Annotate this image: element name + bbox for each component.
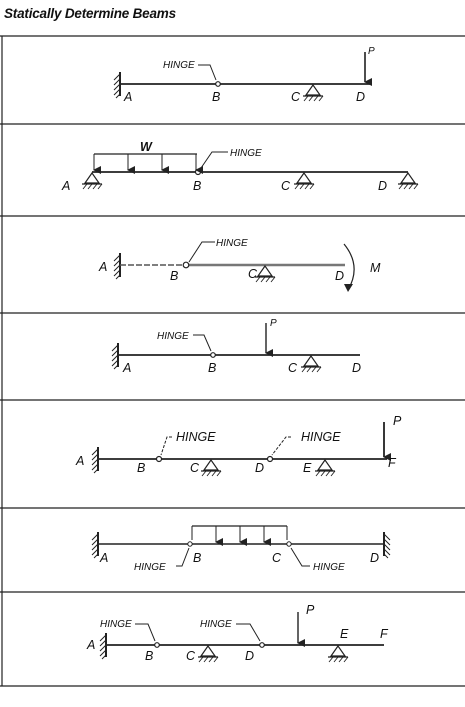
label-p: P: [306, 603, 315, 617]
label-d: D: [255, 461, 264, 475]
hinge-leader-b: [160, 436, 172, 456]
label-c: C: [190, 461, 200, 475]
label-c: C: [186, 649, 196, 663]
label-d: D: [335, 269, 344, 283]
hinge-leader: [193, 334, 212, 352]
label-a: A: [99, 551, 108, 565]
pin-support-c: [293, 172, 315, 190]
hinge-label: HINGE: [230, 148, 262, 159]
fixed-support: [111, 342, 119, 370]
hinge-leader-b: [176, 547, 190, 567]
label-b: B: [208, 361, 216, 375]
hinge-label-d: HINGE: [200, 619, 232, 630]
pin-support-d: [397, 172, 419, 190]
hinge-leader-d: [236, 623, 261, 642]
pin-support: [300, 355, 322, 373]
pin-support-a: [81, 172, 103, 190]
hinge-node-b: [154, 642, 160, 648]
label-c: C: [291, 90, 301, 104]
label-b: B: [170, 269, 178, 283]
label-f: F: [380, 627, 389, 641]
hinge-label: HINGE: [157, 331, 189, 342]
fixed-support: [113, 252, 121, 280]
label-p: P: [270, 318, 277, 329]
hinge-leader: [188, 241, 215, 263]
label-c: C: [272, 551, 282, 565]
beam-panel-6: HINGE HINGE A B C D: [91, 525, 391, 573]
hinge-node-c: [286, 541, 292, 547]
pin-support: [254, 265, 276, 283]
label-a: A: [122, 361, 131, 375]
label-e: E: [340, 627, 349, 641]
hinge-node: [182, 261, 190, 269]
hinge-node-d: [259, 642, 265, 648]
hinge-node-b: [187, 541, 193, 547]
hinge-leader-d: [271, 436, 291, 456]
label-d: D: [245, 649, 254, 663]
hinge-label: HINGE: [216, 238, 248, 249]
label-a: A: [86, 638, 95, 652]
label-e: E: [303, 461, 312, 475]
panel-frame: [0, 35, 465, 687]
label-f: F: [388, 456, 397, 470]
hinge-leader-b: [135, 623, 156, 642]
beam-panel-1: HINGE A B C D P: [113, 46, 375, 104]
fixed-support-right: [383, 531, 391, 559]
label-a: A: [98, 260, 107, 274]
label-b: B: [193, 551, 201, 565]
beam-panel-4: HINGE A B C D P: [111, 318, 361, 375]
hinge-label: HINGE: [163, 60, 195, 71]
pin-support-e: [327, 645, 349, 663]
pin-support: [302, 84, 324, 102]
beam-panel-3: HINGE A B C D M: [98, 238, 381, 292]
label-p: P: [368, 46, 375, 57]
fixed-support-left: [91, 531, 99, 559]
fixed-support: [91, 446, 99, 474]
label-p: P: [393, 414, 402, 428]
pin-support-e: [314, 459, 336, 477]
beam-panel-2: HINGE W A B C D: [61, 140, 419, 193]
beam-panel-5: HINGE HINGE A B C D E F P: [75, 414, 402, 477]
hinge-node: [194, 168, 202, 176]
label-d: D: [378, 179, 387, 193]
label-w: W: [140, 140, 153, 154]
label-c: C: [288, 361, 298, 375]
label-c: C: [248, 267, 258, 281]
hinge-label-b: HINGE: [100, 619, 132, 630]
moment-arrowhead: [344, 284, 353, 292]
hinge-leader-c: [290, 547, 310, 567]
hinge-label-d: HINGE: [301, 430, 341, 444]
label-b: B: [145, 649, 153, 663]
fixed-support: [113, 71, 121, 99]
hinge-leader: [200, 151, 228, 169]
hinge-label-b: HINGE: [134, 562, 166, 573]
label-a: A: [123, 90, 132, 104]
label-d: D: [352, 361, 361, 375]
label-b: B: [212, 90, 220, 104]
hinge-leader: [198, 64, 217, 81]
label-a: A: [75, 454, 84, 468]
pin-support-c: [200, 459, 222, 477]
moment-arc: [343, 243, 355, 291]
hinge-node: [215, 81, 221, 87]
label-d: D: [370, 551, 379, 565]
hinge-label-c: HINGE: [313, 562, 345, 573]
label-b: B: [193, 179, 201, 193]
label-d: D: [356, 90, 365, 104]
hinge-node-d: [266, 455, 274, 463]
fixed-support: [99, 632, 107, 660]
label-m: M: [370, 261, 381, 275]
beam-panel-7: HINGE HINGE A B C D E F P: [86, 603, 389, 663]
hinge-label-b: HINGE: [176, 430, 216, 444]
hinge-node-b: [155, 455, 163, 463]
hinge-node: [210, 352, 216, 358]
pin-support-c: [197, 645, 219, 663]
label-c: C: [281, 179, 291, 193]
label-b: B: [137, 461, 145, 475]
label-a: A: [61, 179, 70, 193]
page-title: Statically Determine Beams: [4, 6, 176, 21]
